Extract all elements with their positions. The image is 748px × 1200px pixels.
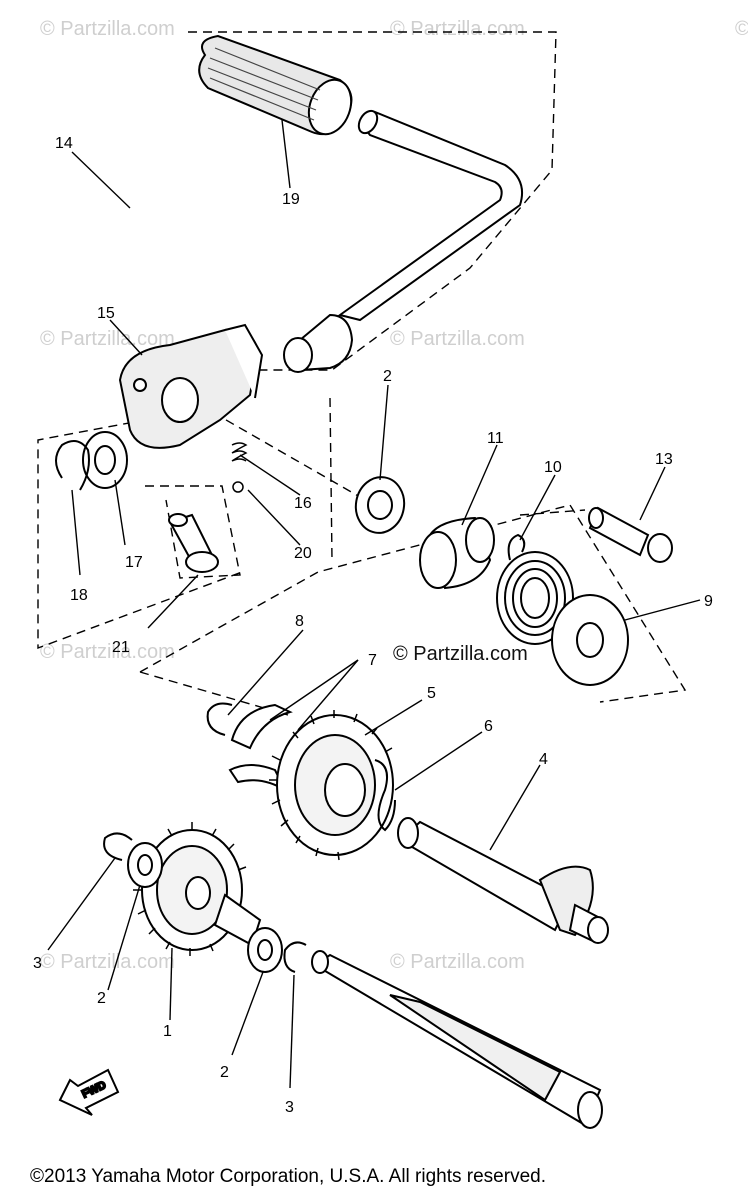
part-3-circlip-left (103, 832, 133, 861)
callout-1: 1 (163, 1023, 172, 1040)
watermark: © Partzilla.com (40, 641, 175, 663)
watermark: © Partzilla.com (40, 951, 175, 973)
callout-4: 4 (539, 751, 548, 768)
fwd-arrow-icon: FWD (58, 1068, 120, 1116)
part-20-ball (232, 481, 244, 493)
part-2-washer-right (247, 927, 283, 973)
callout-2-upper: 2 (383, 368, 392, 385)
part-6-spring (374, 759, 396, 832)
copyright-notice: ©2013 Yamaha Motor Corporation, U.S.A. A… (30, 1166, 546, 1187)
projection-line (199, 404, 361, 498)
part-10-torsion-spring (496, 533, 574, 645)
watermark: © Partzilla.com (390, 951, 525, 973)
watermark: © Partzilla.com (735, 18, 748, 40)
part-4-kick-axle (397, 817, 609, 944)
part-11-bush (419, 516, 495, 590)
callout-11: 11 (487, 430, 504, 447)
callout-8: 8 (295, 613, 304, 630)
part-19-grip (198, 34, 353, 136)
assembly-dashed-outlines (37, 31, 687, 716)
callout-3-left: 3 (33, 955, 42, 972)
part-1-idler-gear (133, 822, 262, 956)
watermark: © Partzilla.com (40, 18, 175, 40)
projection-line (519, 509, 586, 516)
callout-10: 10 (544, 459, 562, 476)
callout-20: 20 (294, 545, 312, 562)
main-axle-shaft (311, 950, 603, 1129)
leader-lines (47, 119, 701, 1089)
watermark: © Partzilla.com (390, 328, 525, 350)
part-21-bolt (168, 513, 219, 573)
callout-17: 17 (125, 554, 143, 571)
part-5-ratchet-gear (269, 710, 394, 861)
part-17-washer (82, 431, 128, 489)
watermark-layer: © Partzilla.com © Partzilla.com © Partzi… (40, 18, 748, 973)
callout-7: 7 (368, 652, 377, 669)
group-outline-14 (37, 31, 557, 650)
part-2-oil-seal-upper (354, 476, 406, 534)
callout-18: 18 (70, 587, 88, 604)
callout-21: 21 (112, 639, 130, 656)
part-8-circlip (206, 702, 233, 736)
part-14-kick-lever (283, 109, 524, 373)
part-2-washer-left (127, 842, 163, 888)
watermark: © Partzilla.com (40, 328, 175, 350)
callout-19: 19 (282, 191, 300, 208)
callout-6: 6 (484, 718, 493, 735)
callout-16: 16 (294, 495, 312, 512)
callout-3-right: 3 (285, 1099, 294, 1116)
callout-2-left: 2 (97, 990, 106, 1007)
callout-2-right: 2 (220, 1064, 229, 1081)
callout-14: 14 (55, 135, 73, 152)
part-3-circlip-right (283, 941, 307, 973)
watermark: © Partzilla.com (390, 18, 525, 40)
part-16-spring (231, 442, 248, 462)
part-9-plate-washer (551, 594, 629, 686)
callout-9: 9 (704, 593, 713, 610)
callout-15: 15 (97, 305, 115, 322)
group-outline-9 (139, 504, 687, 703)
part-15-kick-boss (118, 323, 264, 449)
part-18-circlip (55, 440, 90, 491)
watermark-center: © Partzilla.com (393, 643, 528, 665)
callout-13: 13 (655, 451, 673, 468)
callout-5: 5 (427, 685, 436, 702)
part-13-pin (588, 506, 673, 563)
callout-labels: 14 19 15 2 11 10 13 16 20 17 18 9 8 21 7… (33, 135, 713, 1116)
group-outline-2 (329, 397, 333, 561)
group-outline-20-21 (145, 485, 241, 579)
